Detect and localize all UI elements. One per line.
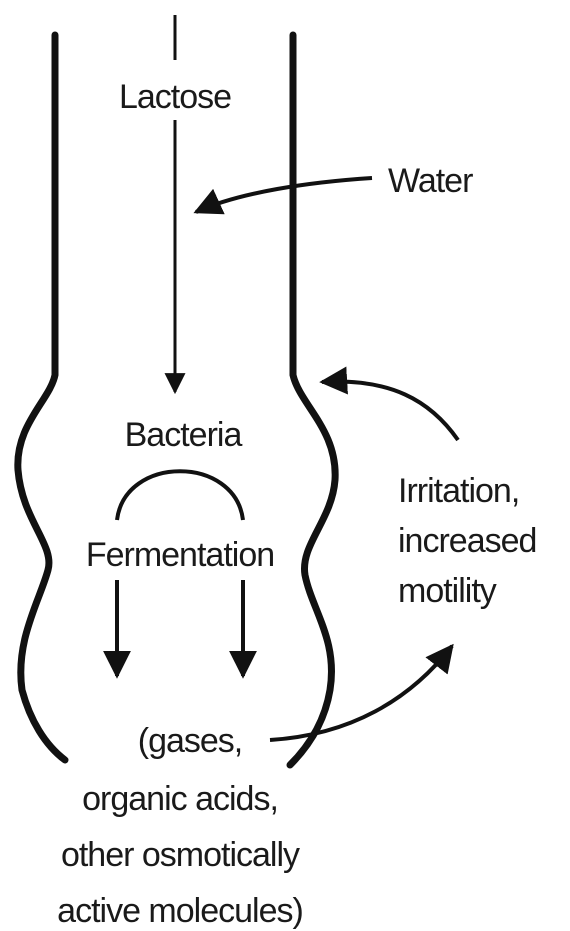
bacteria-label: Bacteria xyxy=(125,416,243,454)
intestine-right-wall xyxy=(290,35,335,765)
intestine-left-wall xyxy=(18,35,65,760)
irritation-arrow xyxy=(322,382,458,440)
products-label-line4: active molecules) xyxy=(57,892,303,930)
gases-arrow xyxy=(270,646,452,740)
products-label-line2: organic acids, xyxy=(82,780,278,818)
fermentation-arc xyxy=(117,471,243,520)
products-label-line3: other osmotically xyxy=(61,836,300,874)
water-label: Water xyxy=(388,162,473,200)
irritation-label-line2: increased xyxy=(398,522,536,560)
water-arrow xyxy=(196,178,372,212)
irritation-label-line3: motility xyxy=(398,572,497,610)
irritation-label-line1: Irritation, xyxy=(398,472,519,510)
lactose-label: Lactose xyxy=(119,78,231,116)
fermentation-label: Fermentation xyxy=(86,536,274,574)
products-label-line1: (gases, xyxy=(138,722,243,760)
